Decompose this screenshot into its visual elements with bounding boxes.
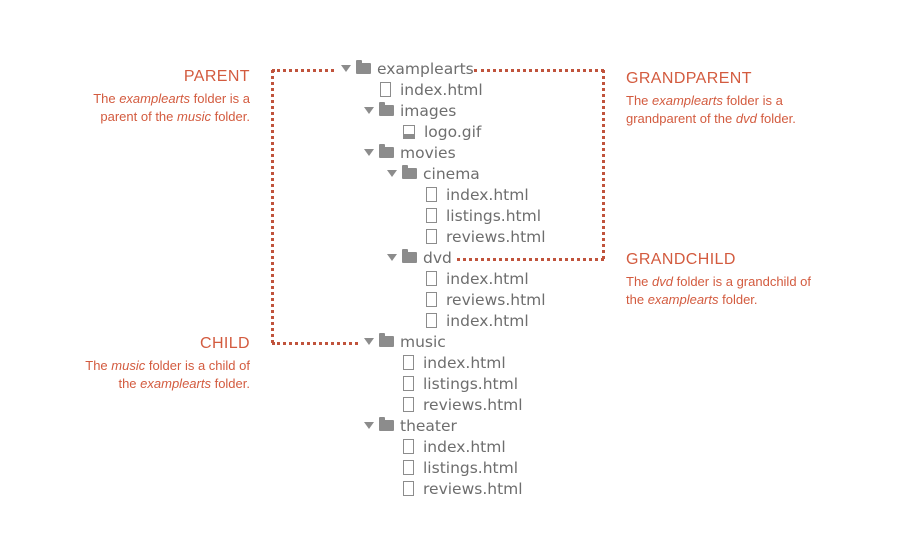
tree-item-label: listings.html: [423, 375, 519, 393]
file-icon: [403, 355, 414, 370]
annotation-grandparent: GRANDPARENT The examplearts folder is a …: [626, 69, 826, 127]
annotation-grandchild: GRANDCHILD The dvd folder is a grandchil…: [626, 250, 826, 308]
dotted-connector-child: [272, 342, 358, 345]
tree-file[interactable]: index.html: [426, 311, 529, 332]
annotation-heading: CHILD: [199, 335, 250, 352]
file-icon: [426, 229, 437, 244]
expand-triangle-icon[interactable]: [364, 422, 374, 429]
annotation-heading: GRANDCHILD: [626, 251, 736, 268]
tree-item-label: index.html: [446, 270, 529, 288]
file-icon: [426, 208, 437, 223]
annotation-child: CHILD The music folder is a child of the…: [75, 334, 250, 392]
tree-file[interactable]: index.html: [403, 353, 506, 374]
file-icon: [403, 460, 414, 475]
tree-item-label: listings.html: [423, 459, 519, 477]
tree-item-label: cinema: [423, 165, 480, 183]
tree-item-label: index.html: [423, 354, 506, 372]
tree-item-label: examplearts: [377, 60, 474, 78]
expand-triangle-icon[interactable]: [364, 338, 374, 345]
tree-file[interactable]: reviews.html: [403, 395, 523, 416]
tree-file[interactable]: index.html: [426, 269, 529, 290]
tree-file[interactable]: index.html: [403, 437, 506, 458]
tree-item-label: theater: [400, 417, 457, 435]
tree-item-label: reviews.html: [446, 228, 546, 246]
tree-file[interactable]: listings.html: [426, 206, 541, 227]
tree-folder[interactable]: dvd: [387, 248, 452, 269]
dotted-connector-grandparent: [474, 69, 604, 72]
tree-item-label: reviews.html: [423, 396, 523, 414]
folder-icon: [379, 417, 394, 431]
file-icon: [403, 481, 414, 496]
tree-item-label: reviews.html: [423, 480, 523, 498]
tree-item-label: listings.html: [446, 207, 542, 225]
expand-triangle-icon[interactable]: [387, 254, 397, 261]
annotation-parent: PARENT The examplearts folder is a paren…: [75, 67, 250, 125]
tree-item-label: images: [400, 102, 457, 120]
annotation-heading: GRANDPARENT: [626, 70, 752, 87]
tree-file[interactable]: index.html: [380, 80, 483, 101]
expand-triangle-icon[interactable]: [341, 65, 351, 72]
annotation-description: The music folder is a child of the examp…: [85, 358, 250, 391]
folder-icon: [356, 60, 371, 74]
tree-item-label: index.html: [400, 81, 483, 99]
tree-folder[interactable]: movies: [364, 143, 456, 164]
folder-icon: [402, 165, 417, 179]
file-icon: [403, 376, 414, 391]
tree-file[interactable]: reviews.html: [426, 290, 546, 311]
tree-item-label: logo.gif: [424, 123, 482, 141]
expand-triangle-icon[interactable]: [364, 149, 374, 156]
annotation-description: The dvd folder is a grandchild of the ex…: [626, 274, 812, 307]
tree-folder[interactable]: theater: [364, 416, 457, 437]
folder-icon: [379, 144, 394, 158]
file-icon: [426, 313, 437, 328]
folder-icon: [379, 333, 394, 347]
file-icon: [380, 82, 391, 97]
tree-folder[interactable]: cinema: [387, 164, 480, 185]
file-icon: [403, 439, 414, 454]
tree-file[interactable]: listings.html: [403, 458, 518, 479]
tree-item-label: index.html: [423, 438, 506, 456]
tree-folder[interactable]: examplearts: [341, 59, 474, 80]
dotted-connector-parent: [272, 69, 334, 72]
tree-file[interactable]: reviews.html: [426, 227, 546, 248]
folder-icon: [402, 249, 417, 263]
dotted-connector-grandparent-grandchild: [602, 70, 605, 259]
annotation-heading: PARENT: [183, 68, 250, 85]
file-icon: [403, 397, 414, 412]
file-icon: [426, 271, 437, 286]
tree-item-label: music: [400, 333, 446, 351]
folder-icon: [379, 102, 394, 116]
tree-folder[interactable]: images: [364, 101, 456, 122]
tree-file[interactable]: listings.html: [403, 374, 518, 395]
tree-item-label: index.html: [446, 312, 529, 330]
file-icon: [426, 292, 437, 307]
expand-triangle-icon[interactable]: [364, 107, 374, 114]
tree-item-label: reviews.html: [446, 291, 546, 309]
tree-file[interactable]: reviews.html: [403, 479, 523, 500]
tree-item-label: dvd: [423, 249, 452, 267]
annotation-description: The examplearts folder is a parent of th…: [93, 91, 250, 124]
tree-item-label: movies: [400, 144, 456, 162]
tree-file[interactable]: logo.gif: [403, 122, 481, 143]
expand-triangle-icon[interactable]: [387, 170, 397, 177]
dotted-connector-grandchild: [457, 258, 604, 261]
dotted-connector-parent-child: [271, 70, 274, 343]
file-icon: [426, 187, 437, 202]
annotation-description: The examplearts folder is a grandparent …: [626, 93, 796, 126]
tree-folder[interactable]: music: [364, 332, 446, 353]
image-file-icon: [403, 124, 415, 139]
tree-file[interactable]: index.html: [426, 185, 529, 206]
tree-item-label: index.html: [446, 186, 529, 204]
